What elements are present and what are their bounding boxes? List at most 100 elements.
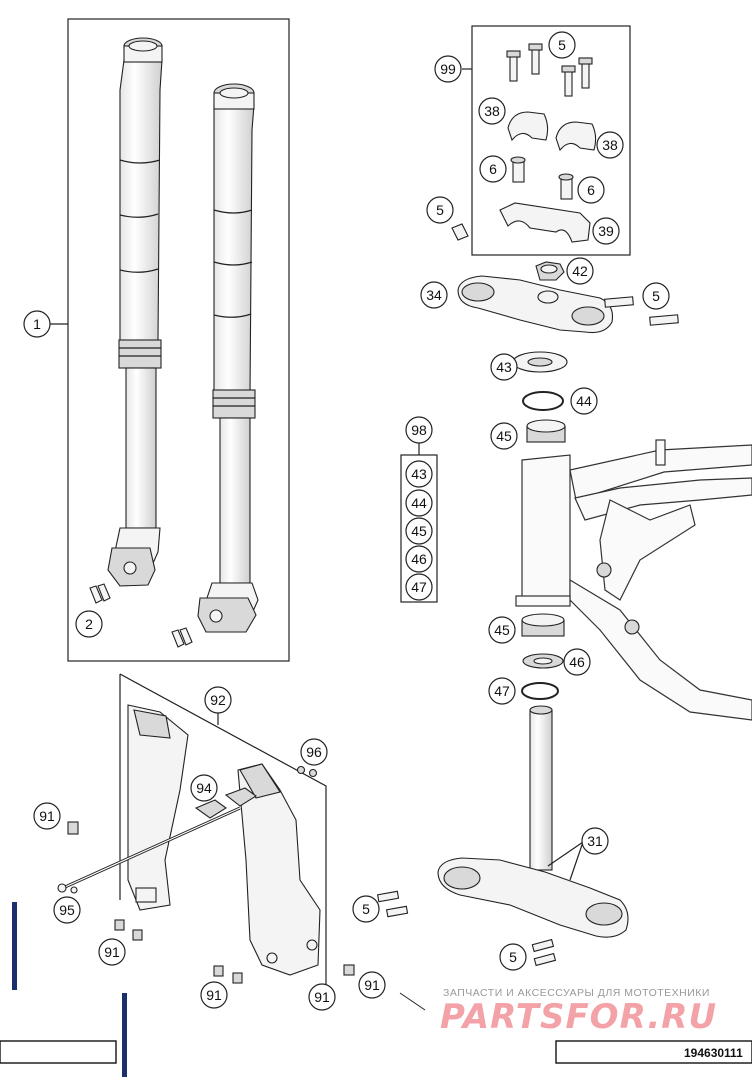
svg-text:34: 34 — [426, 287, 442, 303]
callout-43[interactable]: 43 — [490, 353, 518, 381]
long-bolt-95[interactable] — [57, 806, 241, 894]
callout-5-bottom[interactable]: 5 — [499, 943, 527, 971]
svg-text:5: 5 — [362, 901, 370, 917]
svg-text:39: 39 — [598, 223, 614, 239]
fork-leg-right[interactable] — [197, 83, 259, 633]
callout-99[interactable]: 99 — [434, 55, 462, 83]
callout-91-mid[interactable]: 91 — [98, 938, 126, 966]
callout-91-bottom-mid[interactable]: 91 — [308, 983, 336, 1011]
callout-2[interactable]: 2 — [75, 610, 103, 638]
fork-guard-left[interactable] — [127, 704, 189, 911]
svg-text:43: 43 — [411, 466, 427, 482]
guide-94[interactable] — [194, 787, 257, 819]
clamp-group-box — [471, 25, 631, 256]
svg-text:5: 5 — [558, 37, 566, 53]
watermark-logo: PARTSFOR.RU — [440, 997, 717, 1037]
svg-text:31: 31 — [587, 833, 603, 849]
callout-47[interactable]: 47 — [488, 677, 516, 705]
fork-leg-left[interactable] — [107, 37, 163, 587]
svg-text:38: 38 — [484, 103, 500, 119]
nuts-96[interactable] — [296, 765, 318, 778]
callout-46[interactable]: 46 — [563, 648, 591, 676]
kit-callout-43[interactable]: 43 — [405, 460, 433, 488]
watermark: ЗАПЧАСТИ И АКСЕССУАРЫ ДЛЯ МОТОТЕХНИКИ PA… — [440, 987, 717, 1037]
o-ring-47[interactable] — [521, 682, 559, 700]
bolt-5-left[interactable] — [451, 223, 469, 241]
svg-text:98: 98 — [411, 422, 427, 438]
screws-5-mid[interactable] — [376, 890, 409, 918]
callout-31[interactable]: 31 — [581, 827, 609, 855]
fork-guard-right[interactable] — [237, 763, 321, 976]
svg-text:45: 45 — [494, 622, 510, 638]
callout-96[interactable]: 96 — [300, 738, 328, 766]
svg-text:42: 42 — [572, 263, 588, 279]
callout-38-right[interactable]: 38 — [596, 131, 624, 159]
svg-text:5: 5 — [436, 202, 444, 218]
callout-38-left[interactable]: 38 — [478, 97, 506, 125]
callout-95[interactable]: 95 — [53, 896, 81, 924]
svg-text:96: 96 — [306, 744, 322, 760]
clamp-bolts-5[interactable] — [506, 43, 593, 97]
svg-text:94: 94 — [196, 780, 212, 796]
svg-text:6: 6 — [587, 182, 595, 198]
callout-39[interactable]: 39 — [592, 217, 620, 245]
svg-text:95: 95 — [59, 902, 75, 918]
kit-callout-44[interactable]: 44 — [405, 489, 433, 517]
svg-text:46: 46 — [411, 551, 427, 567]
lower-triple-clamp-31[interactable] — [437, 705, 629, 938]
svg-text:44: 44 — [576, 393, 592, 409]
clamp-bolts-5-right[interactable] — [604, 296, 679, 326]
seal-46[interactable] — [522, 653, 564, 669]
seal-43[interactable] — [512, 351, 568, 373]
callout-44[interactable]: 44 — [570, 387, 598, 415]
svg-text:6: 6 — [489, 161, 497, 177]
bolt-pair-2[interactable] — [89, 583, 193, 648]
document-number: 194630111 — [684, 1046, 743, 1060]
callout-92[interactable]: 92 — [204, 686, 232, 714]
callout-91-left[interactable]: 91 — [33, 802, 61, 830]
callout-91-right[interactable]: 91 — [358, 971, 386, 999]
svg-text:5: 5 — [652, 288, 660, 304]
callout-94[interactable]: 94 — [190, 774, 218, 802]
bearing-45-bottom[interactable] — [521, 613, 565, 637]
svg-text:1: 1 — [33, 316, 41, 332]
kit-callout-46[interactable]: 46 — [405, 545, 433, 573]
clamp-screws-6[interactable] — [510, 156, 574, 200]
watermark-tagline: ЗАПЧАСТИ И АКСЕССУАРЫ ДЛЯ МОТОТЕХНИКИ — [443, 987, 710, 999]
svg-text:44: 44 — [411, 495, 427, 511]
steering-nut-42[interactable] — [535, 261, 565, 281]
callout-42[interactable]: 42 — [566, 257, 594, 285]
kit-callout-45[interactable]: 45 — [405, 517, 433, 545]
svg-text:47: 47 — [411, 579, 427, 595]
callout-6-right[interactable]: 6 — [577, 176, 605, 204]
svg-text:91: 91 — [39, 808, 55, 824]
svg-text:38: 38 — [602, 137, 618, 153]
svg-text:46: 46 — [569, 654, 585, 670]
callout-5-clamp-bolts[interactable]: 5 — [548, 31, 576, 59]
bearing-45-top[interactable] — [526, 419, 566, 443]
callout-45-bottom[interactable]: 45 — [488, 616, 516, 644]
callout-5-mid[interactable]: 5 — [352, 895, 380, 923]
o-ring-44[interactable] — [522, 391, 564, 411]
callout-91-bottom-left[interactable]: 91 — [200, 981, 228, 1009]
upper-clamp-38[interactable] — [507, 111, 597, 152]
callout-34[interactable]: 34 — [420, 281, 448, 309]
fork-group-box — [67, 18, 290, 662]
svg-text:91: 91 — [364, 977, 380, 993]
lower-clamp-39[interactable] — [499, 202, 591, 243]
svg-text:91: 91 — [104, 944, 120, 960]
callout-45-top[interactable]: 45 — [490, 422, 518, 450]
svg-text:47: 47 — [494, 683, 510, 699]
svg-text:45: 45 — [496, 428, 512, 444]
callout-5-right[interactable]: 5 — [642, 282, 670, 310]
svg-text:45: 45 — [411, 523, 427, 539]
screws-91[interactable] — [67, 821, 355, 984]
callout-1[interactable]: 1 — [23, 310, 51, 338]
upper-triple-clamp-34[interactable] — [457, 275, 614, 334]
bolts-5-bottom[interactable] — [531, 938, 557, 967]
callout-6-left[interactable]: 6 — [479, 155, 507, 183]
callout-5-left[interactable]: 5 — [426, 196, 454, 224]
kit-callout-47[interactable]: 47 — [405, 573, 433, 601]
frame-section[interactable] — [515, 439, 752, 721]
callout-98[interactable]: 98 — [405, 416, 433, 444]
